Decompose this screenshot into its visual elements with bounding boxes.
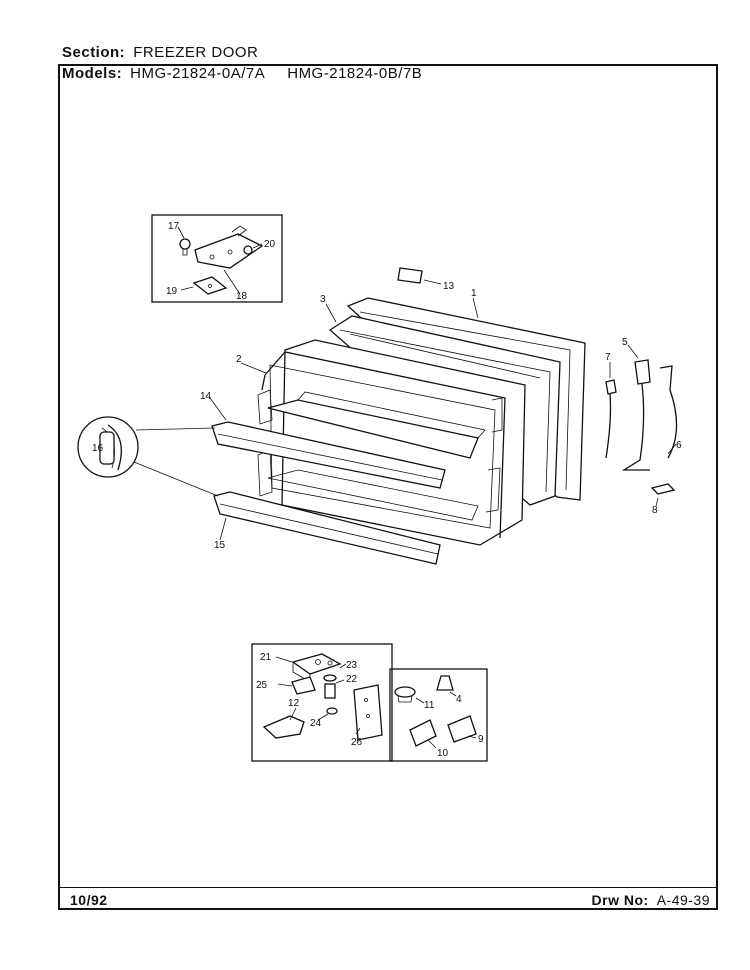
label-plate: 13: [397, 267, 455, 292]
bottom-hinge-inset: 21 23 25 22 12 24 26: [251, 643, 393, 762]
part-number-3: 3: [320, 294, 326, 305]
door-stop-inset: 11 4 10 9: [389, 668, 488, 762]
part-number-18: 18: [236, 291, 248, 302]
section-label: Section:: [62, 44, 126, 61]
top-hinge-inset: 17 20 19 18: [151, 214, 283, 303]
model-number: HMG-21824-0B/7B: [287, 65, 423, 82]
upper-door-rail: 14: [200, 391, 446, 489]
section-value: FREEZER DOOR: [133, 44, 259, 61]
part-number-20: 20: [264, 239, 276, 250]
lower-door-rail: 15: [213, 491, 441, 565]
drawing-number: Drw No: A-49-39: [592, 892, 710, 908]
part-number-23: 23: [346, 660, 358, 671]
models-label: Models:: [62, 65, 123, 82]
part-number-14: 14: [200, 391, 212, 402]
part-number-24: 24: [310, 718, 322, 729]
part-number-2: 2: [236, 354, 242, 365]
part-number-10: 10: [437, 748, 449, 759]
inner-door-liner: 2: [236, 339, 526, 546]
part-number-16: 16: [92, 443, 104, 454]
part-number-26: 26: [351, 737, 363, 748]
part-number-13: 13: [443, 281, 455, 292]
rail-end-detail: 16: [77, 416, 219, 497]
part-number-9: 9: [478, 734, 484, 745]
section-line: Section: FREEZER DOOR: [62, 44, 258, 61]
drawing-number-value: A-49-39: [656, 892, 710, 908]
door-hinge-parts: 7 5 6 8: [605, 337, 682, 516]
part-number-1: 1: [471, 288, 477, 299]
drawing-date: 10/92: [70, 892, 108, 908]
part-number-19: 19: [166, 286, 178, 297]
part-number-15: 15: [214, 540, 226, 551]
model-number: HMG-21824-0A/7A: [130, 65, 266, 82]
part-number-6: 6: [676, 440, 682, 451]
part-number-22: 22: [346, 674, 358, 685]
part-number-4: 4: [456, 694, 462, 705]
part-number-7: 7: [605, 352, 611, 363]
part-number-21: 21: [260, 652, 272, 663]
part-number-12: 12: [288, 698, 300, 709]
part-number-8: 8: [652, 505, 658, 516]
part-number-17: 17: [168, 221, 180, 232]
models-line: Models: HMG-21824-0A/7A HMG-21824-0B/7B: [62, 65, 422, 82]
footer-rule: [58, 887, 718, 888]
part-number-25: 25: [256, 680, 268, 691]
part-number-11: 11: [424, 700, 435, 711]
part-number-5: 5: [622, 337, 628, 348]
drawing-frame: [58, 64, 718, 910]
drawing-number-label: Drw No:: [591, 892, 649, 908]
